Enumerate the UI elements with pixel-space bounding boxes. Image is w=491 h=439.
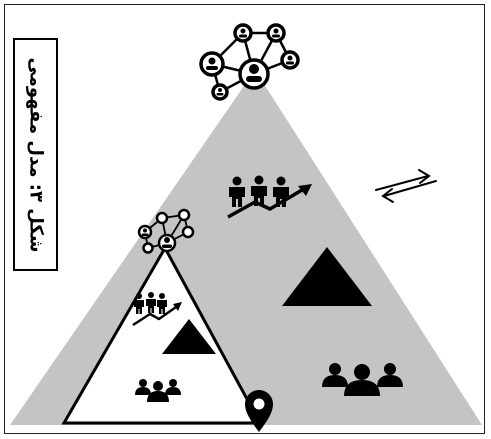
network-icon-small — [137, 208, 195, 254]
group-icon-large — [322, 363, 403, 396]
team-growth-icon-large — [227, 175, 312, 219]
solid-triangle-large — [282, 247, 372, 306]
inner-triangle — [61, 244, 263, 425]
location-pin-icon — [245, 390, 273, 432]
network-icon-large — [199, 23, 300, 101]
figure-caption: شکل ۳: مدل مفهومی — [25, 56, 46, 253]
double-arrow-icon — [375, 169, 437, 203]
group-icon-small — [135, 379, 181, 402]
outer-triangle — [10, 70, 482, 425]
figure-frame — [4, 4, 485, 434]
solid-triangle-small — [162, 319, 216, 354]
caption-box: شکل ۳: مدل مفهومی — [13, 38, 58, 271]
team-growth-icon-small — [132, 292, 182, 327]
